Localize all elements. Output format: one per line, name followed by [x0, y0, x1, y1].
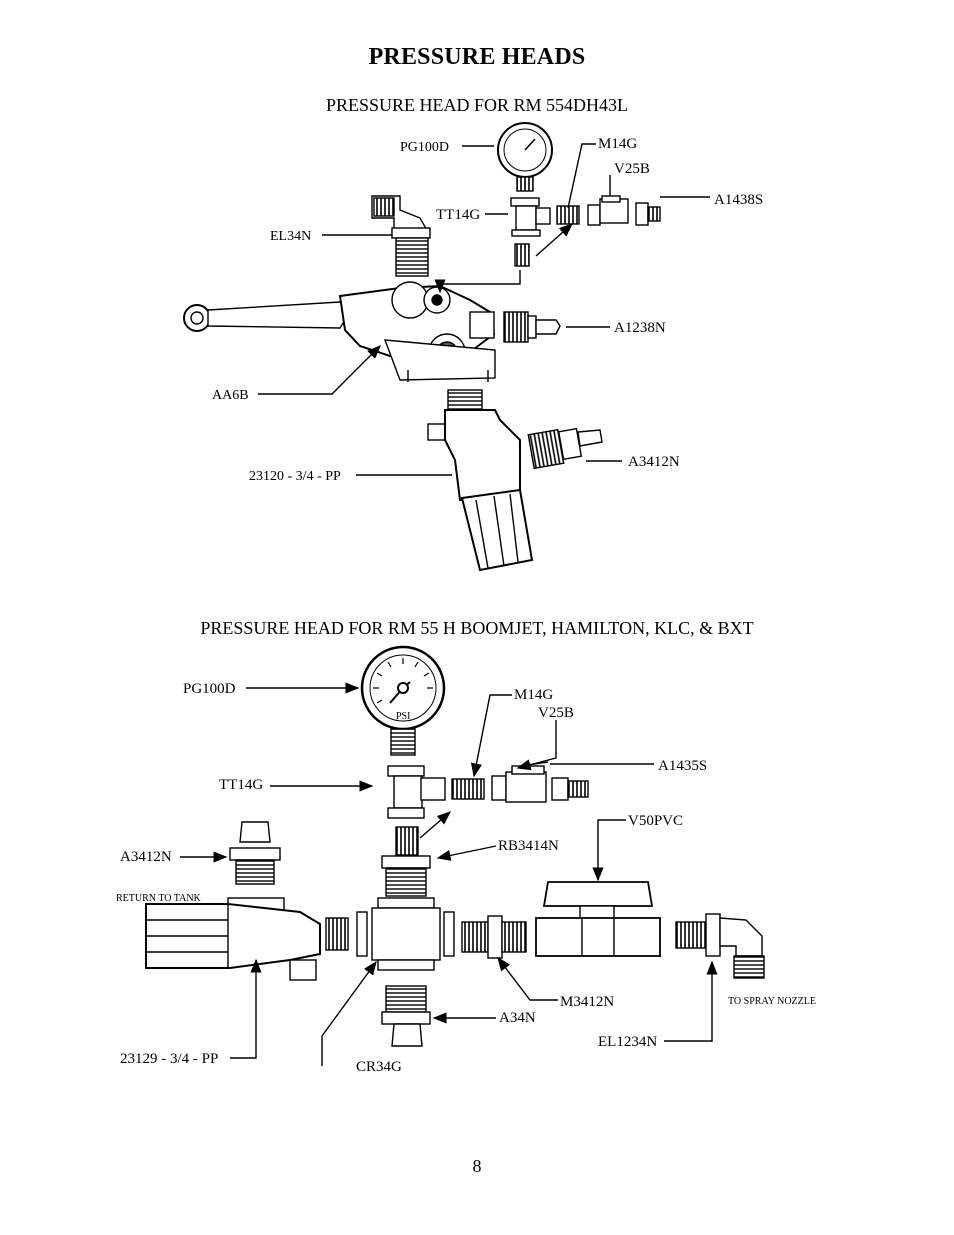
diagram2-labels: PSI PG100D M14G V25B A1435S TT14G V50PVC…	[116, 681, 816, 1075]
gauge-1	[497, 122, 553, 192]
label-tt14g-1: TT14G	[436, 207, 480, 223]
label-m14g-1: M14G	[598, 136, 637, 152]
label-a1435s-2: A1435S	[658, 758, 707, 774]
nipple-m3412n-2	[461, 915, 527, 959]
adapter-a1438s-1	[635, 202, 661, 226]
label-m3412n-2: M3412N	[560, 994, 614, 1010]
label-aa6b-1: AA6B	[212, 388, 249, 403]
gauge-psi-label: PSI	[396, 711, 410, 722]
label-pg100d-2: PG100D	[183, 681, 236, 697]
valve-v25b-1	[587, 195, 629, 226]
gauge-2	[360, 645, 446, 756]
label-el34n-1: EL34N	[270, 229, 311, 244]
adapter-a1435s-2	[551, 777, 589, 801]
diagram2-title: PRESSURE HEAD FOR RM 55 H BOOMJET, HAMIL…	[200, 618, 754, 638]
adapter-a34n-2	[381, 985, 431, 1047]
page-title: PRESSURE HEADS	[368, 44, 586, 70]
diagram2	[145, 645, 765, 1066]
elbow-el34n-1	[371, 195, 431, 277]
cross-cr34g-2	[356, 897, 455, 971]
label-a3412n-2: A3412N	[120, 849, 172, 865]
pump-23129	[145, 897, 349, 981]
nipple-m14g-2	[451, 778, 485, 800]
valve-v50pvc-2	[535, 881, 661, 957]
adapter-a3412n-2	[229, 821, 281, 885]
label-to-spray-nozzle: TO SPRAY NOZZLE	[728, 996, 816, 1007]
main-valve-1	[183, 281, 496, 382]
label-a1238n-1: A1238N	[614, 320, 666, 336]
diagram1-title: PRESSURE HEAD FOR RM 554DH43L	[325, 95, 629, 115]
label-pump-2: 23129 - 3/4 - PP	[120, 1051, 218, 1067]
label-m14g-2: M14G	[514, 687, 553, 703]
adapter-a1238n-1	[503, 311, 561, 343]
diagram1-labels: PG100D M14G V25B A1438S TT14G EL34N A123…	[212, 136, 763, 484]
label-v25b-1: V25B	[614, 161, 650, 177]
label-pg100d-1: PG100D	[400, 140, 449, 155]
label-pump-1: 23120 - 3/4 - PP	[249, 469, 341, 484]
label-v25b-2: V25B	[538, 705, 574, 721]
label-tt14g-2: TT14G	[219, 777, 263, 793]
diagram1	[183, 122, 710, 572]
page-number: 8	[472, 1156, 482, 1176]
bushing-rb3414n-2	[381, 855, 431, 897]
label-cr34g-2: CR34G	[356, 1059, 402, 1075]
elbow-el1234n-2	[675, 913, 765, 979]
label-v50pvc-2: V50PVC	[628, 813, 683, 829]
label-a3412n-1: A3412N	[628, 454, 680, 470]
label-a34n-2: A34N	[499, 1010, 536, 1026]
nipple-m14g-1	[556, 205, 580, 225]
label-a1438s-1: A1438S	[714, 192, 763, 208]
label-return-to-tank: RETURN TO TANK	[116, 893, 202, 904]
tee-1	[510, 197, 551, 267]
pump-23120	[427, 389, 603, 572]
label-rb3414n-2: RB3414N	[498, 838, 559, 854]
label-el1234n-2: EL1234N	[598, 1034, 657, 1050]
tee-2	[387, 765, 446, 856]
